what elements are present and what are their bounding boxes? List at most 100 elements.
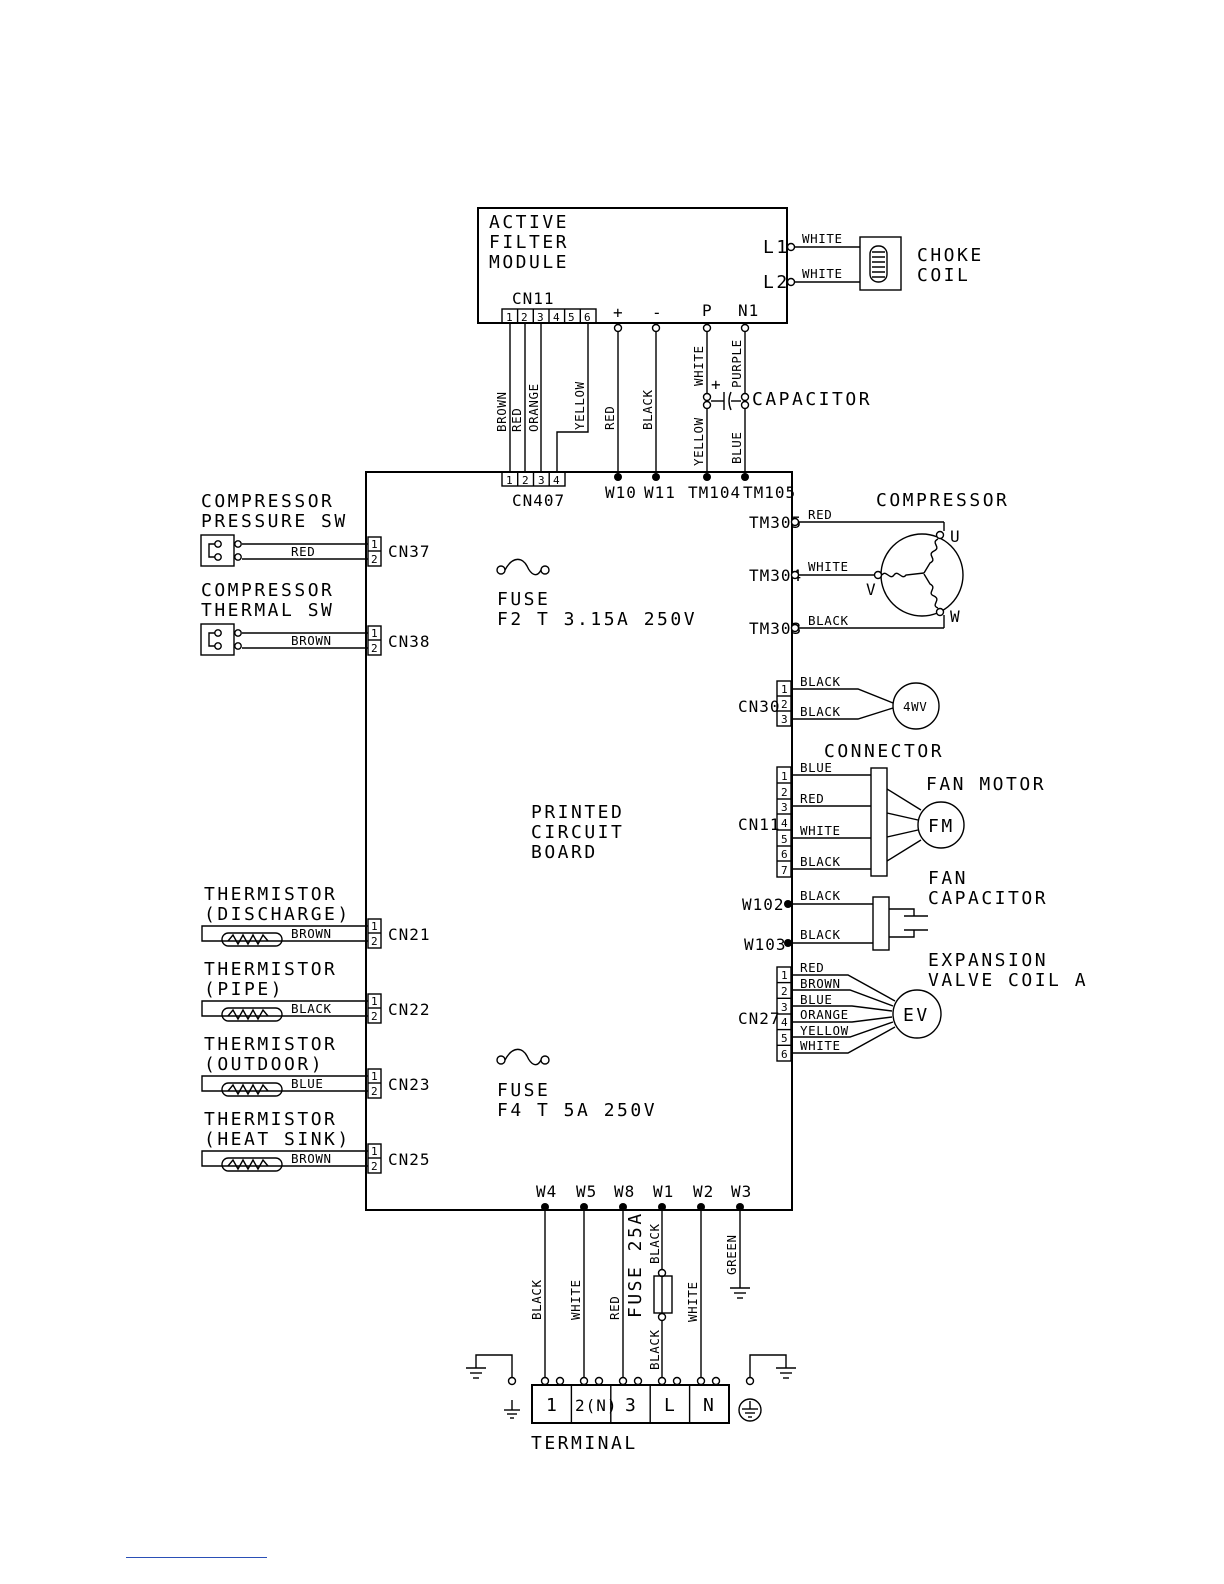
terminal-cell-1: 1 [546,1395,559,1416]
fancap-wire1-label: BLACK [800,888,841,903]
w5-label: W5 [576,1182,597,1201]
afm-title-line2: FILTER [489,232,569,253]
terminal-cell-l: L [664,1395,677,1416]
thermistor-pipe-line1: THERMISTOR [204,959,337,980]
afm-title-line1: ACTIVE [489,212,569,233]
thermistor-heat-sink: THERMISTOR (HEAT SINK) BROWN 1 2 CN25 [201,1109,431,1174]
svg-text:1: 1 [371,995,378,1008]
printed-circuit-board: 1 2 3 4 CN407 W10 W11 TM104 TM105 PRINTE… [365,471,796,1211]
wire-yellow-label: YELLOW [572,381,587,430]
afm-l2-label: L2 [763,272,790,293]
cn21-label: CN21 [388,925,431,944]
fuse-f2-line1: FUSE [497,589,550,610]
svg-text:5: 5 [781,833,788,846]
bottom-wire-black-label: BLACK [529,1279,544,1320]
svg-text:2: 2 [371,1160,378,1173]
ev-wire-red-label: RED [800,960,824,975]
svg-text:1: 1 [371,538,378,551]
tm105-label: TM105 [743,483,796,502]
thermistor-discharge-line2: (DISCHARGE) [204,904,351,925]
fan-wire-red-label: RED [800,791,824,806]
ev-wire-white-label: WHITE [800,1038,841,1053]
tm304-label: TM304 [749,566,802,585]
terminal-cell-3: 3 [625,1395,638,1416]
capacitor: + CAPACITOR [702,375,870,411]
wire-red-label: RED [509,408,524,432]
svg-text:6: 6 [781,1048,788,1061]
fuse-f2: FUSE F2 T 3.15A 250V [496,558,697,630]
svg-text:1: 1 [506,474,513,487]
cn30-label: CN30 [738,697,781,716]
ev-wire-orange-label: ORANGE [800,1007,849,1022]
fan-wire-white-label: WHITE [800,823,841,838]
w103-label: W103 [744,935,787,954]
cn25-label: CN25 [388,1150,431,1169]
fuse-f2-line2: F2 T 3.15A 250V [497,609,697,630]
w3-label: W3 [731,1182,752,1201]
pcb-title-line3: BOARD [531,842,598,863]
bottom-connections: W4 W5 W8 W1 W2 W3 BLACK WHITE RED WHITE … [529,1182,752,1378]
afm-title-line3: MODULE [489,252,569,273]
cn22-label: CN22 [388,1000,431,1019]
tm305-label: TM305 [749,513,802,532]
afm-minus-label: - [652,303,663,322]
choke-wire2-label: WHITE [802,266,843,281]
fan-connector-title: CONNECTOR [824,741,944,762]
fan-motor: CONNECTOR FAN MOTOR 1 2 3 4 5 6 7 CN11 B… [738,741,1046,878]
w4-label: W4 [536,1182,557,1201]
thermistor-discharge-line1: THERMISTOR [204,884,337,905]
expansion-valve: EXPANSION VALVE COIL A 1 2 3 4 5 6 CN27 … [738,950,1088,1062]
compressor-title: COMPRESSOR [876,490,1009,511]
thermistor-discharge: THERMISTOR (DISCHARGE) BROWN 1 2 CN21 [201,884,431,949]
expansion-valve-line2: VALVE COIL A [928,970,1088,991]
svg-text:4: 4 [553,474,560,487]
thermistor-outdoor-line2: (OUTDOOR) [204,1054,324,1075]
thermal-sw-line1: COMPRESSOR [201,580,334,601]
wire-red2-label: RED [602,406,617,430]
capacitor-plus-label: + [711,375,722,394]
thermistor-outdoor-wire-label: BLUE [291,1076,324,1091]
fan-motor-symbol: FM [928,816,955,837]
compressor-wire-black-label: BLACK [808,613,849,628]
fan-motor-title: FAN MOTOR [926,774,1046,795]
svg-text:3: 3 [781,801,788,814]
choke-coil: WHITE WHITE CHOKE COIL [786,231,981,291]
compressor: COMPRESSOR TM305 TM304 TM303 RED WHITE B… [749,490,1009,638]
svg-text:3: 3 [537,311,544,324]
compressor-w-label: W [950,607,961,626]
wire-brown-label: BROWN [494,391,509,432]
wire-yellow2-label: YELLOW [691,417,706,466]
pcb-title-line1: PRINTED [531,802,624,823]
cn38-label: CN38 [388,632,431,651]
wire-black-label: BLACK [640,389,655,430]
compressor-pressure-switch: COMPRESSOR PRESSURE SW RED 1 2 CN37 [200,491,430,567]
pressure-sw-line2: PRESSURE SW [201,511,348,532]
thermistor-pipe-line2: (PIPE) [204,979,284,1000]
svg-text:2: 2 [371,642,378,655]
pcb-title-line2: CIRCUIT [531,822,624,843]
svg-text:1: 1 [371,920,378,933]
svg-text:3: 3 [781,1001,788,1014]
svg-text:1: 1 [781,683,788,696]
fourway-wire2-label: BLACK [800,704,841,719]
svg-text:2: 2 [781,985,788,998]
fan-capacitor-line1: FAN [928,868,968,889]
terminal-cell-n: N [703,1395,716,1416]
fuse-black-top-label: BLACK [647,1223,662,1264]
compressor-v-label: V [866,580,877,599]
bottom-wire-white-label: WHITE [568,1279,583,1320]
bottom-wire-red-label: RED [607,1296,622,1320]
svg-text:1: 1 [781,770,788,783]
terminal-cell-2n: 2(N) [575,1396,618,1415]
afm-plus-label: + [613,303,624,322]
choke-wire1-label: WHITE [802,231,843,246]
afm-l1-label: L1 [763,237,790,258]
fan-cn11-label: CN11 [738,815,781,834]
wire-blue-label: BLUE [729,431,744,464]
thermistor-pipe-wire-label: BLACK [291,1001,332,1016]
svg-text:6: 6 [781,848,788,861]
fan-wire-blue-label: BLUE [800,760,833,775]
svg-text:5: 5 [781,1032,788,1045]
thermistor-outdoor: THERMISTOR (OUTDOOR) BLUE 1 2 CN23 [201,1034,430,1099]
